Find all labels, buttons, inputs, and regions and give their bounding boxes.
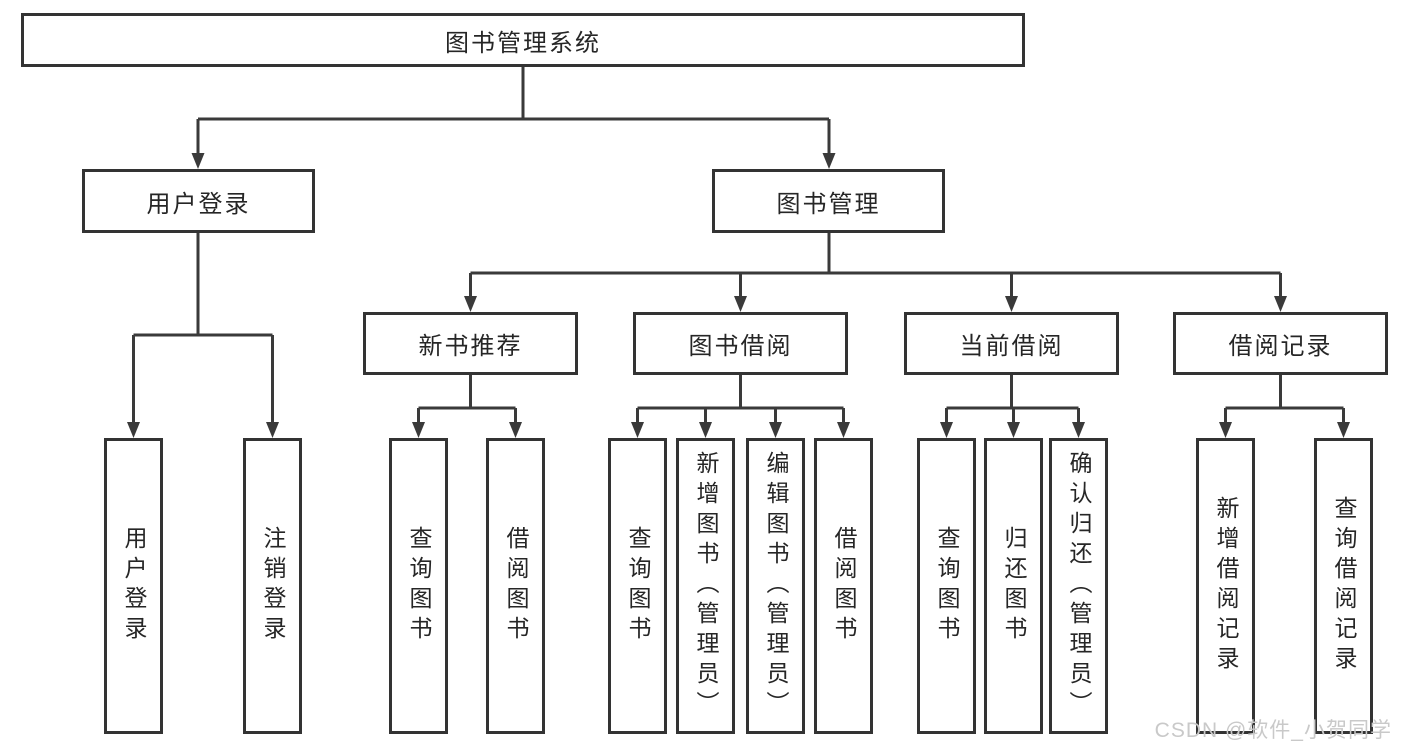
arrow-down-icon [822, 153, 836, 169]
arrow-down-icon [1219, 422, 1232, 438]
leaf-borrow-books: 借阅图书 [814, 438, 873, 734]
arrow-down-icon [734, 296, 747, 312]
node-borrow-records: 借阅记录 [1173, 312, 1388, 375]
arrow-down-icon [412, 422, 425, 438]
node-current-borrow: 当前借阅 [904, 312, 1119, 375]
connector-book-borrow [636, 375, 845, 429]
leaf-return-books: 归还图书 [984, 438, 1043, 734]
leaf-user-login: 用户登录 [104, 438, 163, 734]
node-new-book-recommend: 新书推荐 [363, 312, 578, 375]
leaf-logout: 注销登录 [243, 438, 302, 734]
node-library-system: 图书管理系统 [21, 13, 1025, 67]
connector-book-management [469, 233, 1282, 303]
leaf-query-borrow-record: 查询借阅记录 [1314, 438, 1373, 734]
leaf-query-books-recommend: 查询图书 [389, 438, 448, 734]
connector-new-book [417, 375, 517, 429]
leaf-add-books-admin: 新增图书（管理员） [676, 438, 735, 734]
leaf-borrow-books-recommend: 借阅图书 [486, 438, 545, 734]
node-book-borrow: 图书借阅 [633, 312, 848, 375]
arrow-down-icon [1072, 422, 1085, 438]
leaf-edit-books-admin: 编辑图书（管理员） [746, 438, 805, 734]
arrow-down-icon [191, 153, 205, 169]
arrow-down-icon [127, 422, 140, 438]
arrow-down-icon [509, 422, 522, 438]
leaf-add-borrow-record: 新增借阅记录 [1196, 438, 1255, 734]
arrow-down-icon [266, 422, 279, 438]
connector-user-login [132, 233, 274, 429]
arrow-down-icon [1274, 296, 1287, 312]
arrow-down-icon [464, 296, 477, 312]
arrow-down-icon [1337, 422, 1350, 438]
leaf-confirm-return-admin: 确认归还（管理员） [1049, 438, 1108, 734]
leaf-query-books-borrow: 查询图书 [608, 438, 667, 734]
connector-root [196, 67, 831, 160]
node-user-login: 用户登录 [82, 169, 315, 233]
arrow-down-icon [631, 422, 644, 438]
arrow-down-icon [837, 422, 850, 438]
connector-current-borrow [945, 375, 1080, 429]
leaf-query-books-current: 查询图书 [917, 438, 976, 734]
connector-borrow-records [1224, 375, 1345, 429]
arrow-down-icon [699, 422, 712, 438]
arrow-down-icon [769, 422, 782, 438]
arrow-down-icon [1005, 296, 1018, 312]
arrow-down-icon [1007, 422, 1020, 438]
node-book-management: 图书管理 [712, 169, 945, 233]
arrow-down-icon [940, 422, 953, 438]
